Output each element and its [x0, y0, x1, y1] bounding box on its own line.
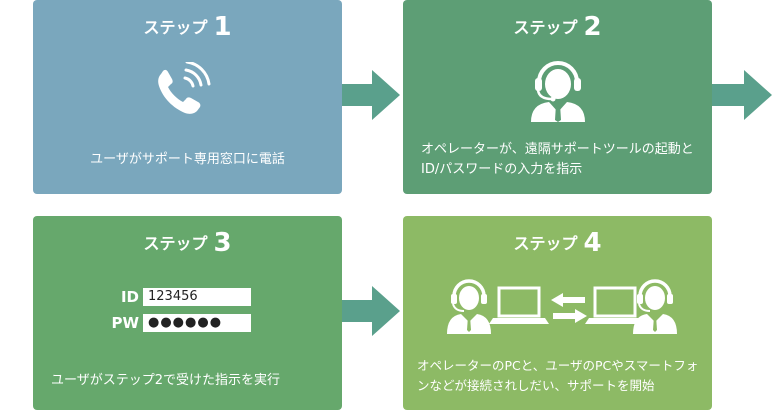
- step-4-card: ステップ 4: [403, 216, 712, 410]
- arrow-right-icon: [342, 70, 400, 120]
- phone-icon: [158, 62, 211, 114]
- step-2-number: 2: [583, 12, 602, 42]
- id-row: ID 123456: [103, 288, 251, 306]
- pc-connection-icon: [447, 279, 677, 334]
- operator-headset-icon: [447, 279, 491, 334]
- operator-headset-icon: [531, 61, 585, 122]
- pw-field: ●●●●●●: [143, 314, 251, 332]
- step-3-description: ユーザがステップ2で受けた指示を実行: [51, 373, 281, 388]
- arrow-right-icon: [342, 286, 400, 336]
- pw-label: PW: [111, 314, 139, 332]
- step-3-number: 3: [213, 228, 232, 258]
- step-1-card: ステップ 1 ユーザがサポート専用窓口に電話: [33, 0, 342, 194]
- step-1-title: ステップ 1: [33, 14, 342, 41]
- step-1-label: ステップ: [143, 18, 208, 37]
- exchange-arrows-icon: [551, 293, 587, 323]
- step-4-description: オペレーターのPCと、ユーザのPCやスマートフォンなどが接続されしだい、サポート…: [417, 358, 699, 393]
- step-1-description: ユーザがサポート専用窓口に電話: [90, 152, 285, 167]
- operator-headset-icon: [633, 279, 677, 334]
- laptop-icon: [585, 286, 645, 324]
- step-4-number: 4: [583, 228, 602, 258]
- step-3-label: ステップ: [143, 234, 208, 253]
- laptop-icon: [489, 286, 549, 324]
- step-1-number: 1: [213, 12, 232, 42]
- arrow-right-icon: [712, 70, 772, 120]
- id-field: 123456: [143, 288, 251, 306]
- step-2-description: オペレーターが、遠隔サポートツールの起動とID/パスワードの入力を指示: [421, 142, 694, 177]
- step-2-label: ステップ: [513, 18, 578, 37]
- step-3-card: ステップ 3 ID 123456 PW ●●●●●● ユーザがステップ2で受けた指…: [33, 216, 342, 410]
- step-2-card: ステップ 2 オペレーターが、遠隔サポートツールの起動とID/パスワードの入力を指…: [403, 0, 712, 194]
- pw-row: PW ●●●●●●: [103, 314, 251, 332]
- id-label: ID: [120, 288, 139, 306]
- step-2-title: ステップ 2: [403, 14, 712, 41]
- step-3-title: ステップ 3: [33, 230, 342, 257]
- step-4-label: ステップ: [513, 234, 578, 253]
- step-4-title: ステップ 4: [403, 230, 712, 257]
